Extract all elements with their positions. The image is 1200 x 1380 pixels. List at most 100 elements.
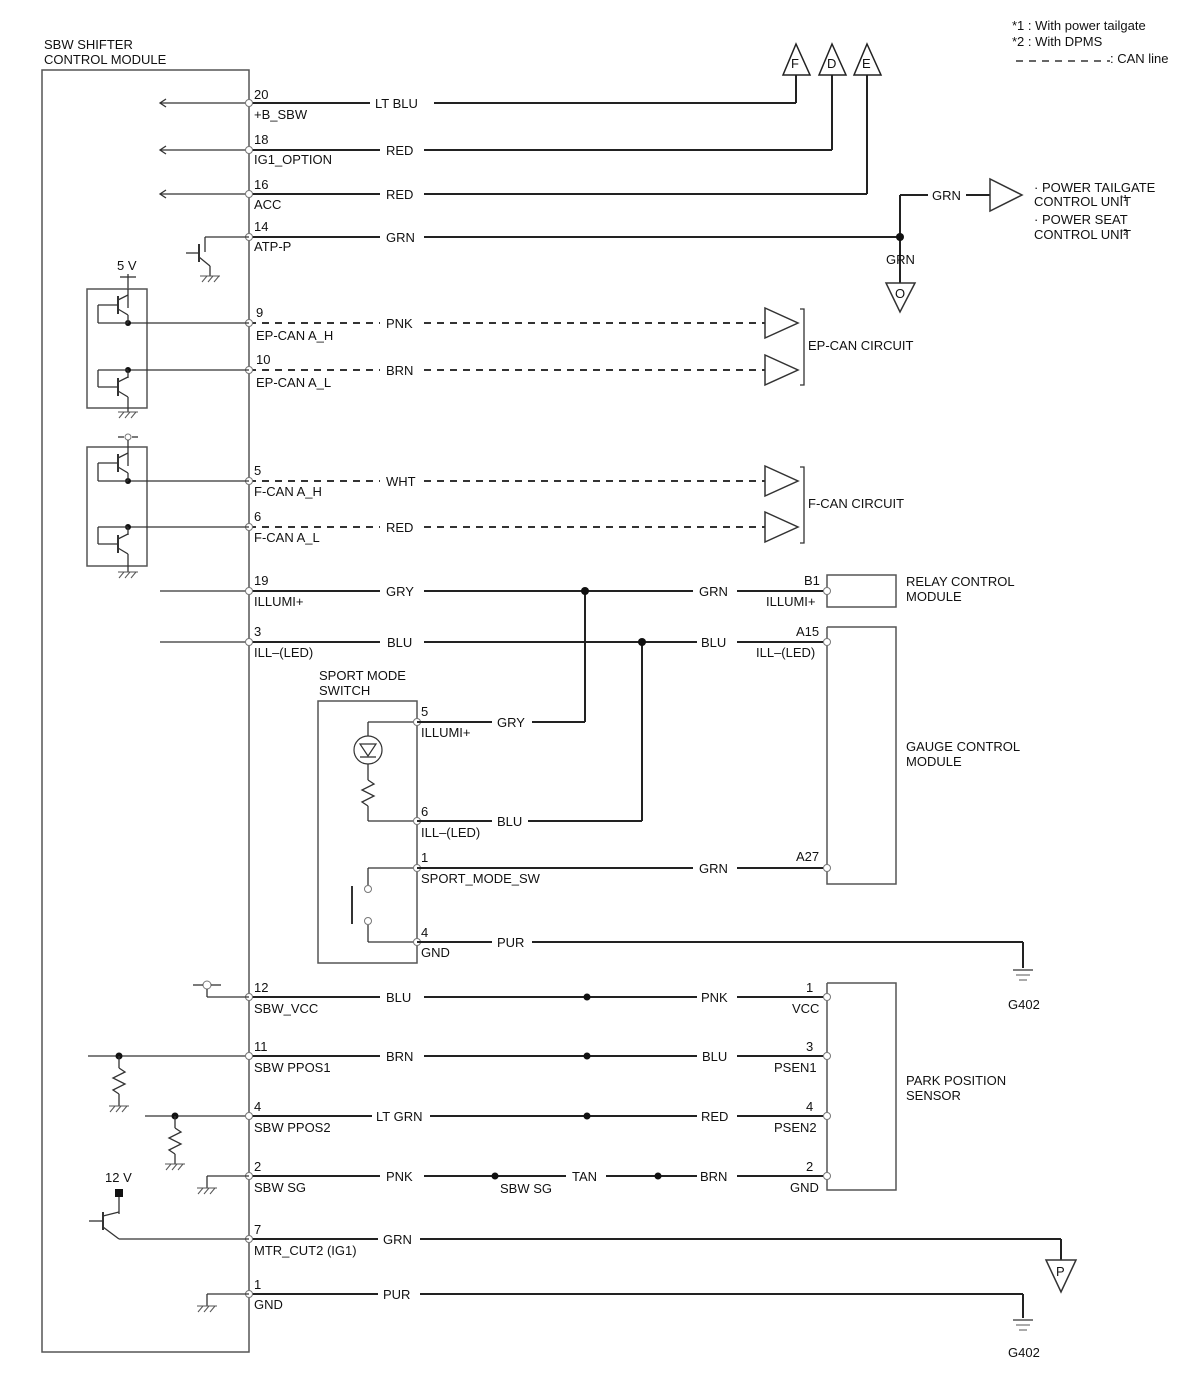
pps-pin-3 [823, 1052, 831, 1060]
pin-num: 11 [254, 1039, 268, 1054]
pps-pin-name: PSEN2 [774, 1120, 817, 1135]
legend-can-label: : CAN line [1110, 51, 1169, 66]
connector-o-label: O [895, 286, 905, 301]
pps-pin-name: PSEN1 [774, 1060, 817, 1075]
pin-num: 16 [254, 177, 268, 192]
pin-name: SBW PPOS1 [254, 1060, 331, 1075]
ppos1-pulldown [109, 1052, 129, 1113]
pps-pin-num: 3 [806, 1039, 813, 1054]
wire-color: PNK [386, 1169, 413, 1184]
sport-switch-box [317, 700, 418, 964]
tailgate-branch: GRN GRN O [884, 177, 1024, 314]
tailgate-label-4: CONTROL UNIT [1034, 227, 1131, 242]
gauge-label-1: GAUGE CONTROL [906, 739, 1020, 754]
pin-num: 20 [254, 87, 268, 102]
supply-12v-label: 12 V [105, 1170, 132, 1185]
sport-switch-internals [351, 721, 417, 943]
sport-wire-color: BLU [497, 814, 522, 829]
ep-can-transceiver [86, 274, 249, 419]
tailgate-note-1: *1 [1120, 194, 1128, 203]
sbw-sg-splice-label: SBW SG [500, 1181, 552, 1196]
pin-num: 5 [254, 463, 261, 478]
pin-name: SBW_VCC [254, 1001, 318, 1016]
sport-wire-color: GRY [497, 715, 525, 730]
legend-note-2: *2 : With DPMS [1012, 34, 1103, 49]
gauge-pin1-num: A15 [796, 624, 819, 639]
sport-pin-num: 5 [421, 704, 428, 719]
relay-label-1: RELAY CONTROL [906, 574, 1015, 589]
pin-name: GND [254, 1297, 283, 1312]
connector-e-symbol: E [852, 42, 883, 194]
pin-name: F-CAN A_L [254, 530, 320, 545]
gauge-pin-a15 [823, 638, 831, 646]
sbw-sg-ground-internal [197, 1175, 249, 1195]
pin-name: ATP-P [254, 239, 291, 254]
wire-color: GRY [386, 584, 414, 599]
pps-splices [491, 993, 662, 1180]
pps-wire-color: BLU [702, 1049, 727, 1064]
ppos2-pulldown [165, 1112, 185, 1171]
ground-g402-2: G402 [1008, 1345, 1040, 1360]
wire-color: WHT [386, 474, 416, 489]
module-pins: 20 +B_SBW LT BLU 18 IG1_OPTION RED 16 AC… [88, 87, 1061, 1312]
pin-name: SBW PPOS2 [254, 1120, 331, 1135]
gauge-label-2: MODULE [906, 754, 962, 769]
sport-pin-num: 4 [421, 925, 428, 940]
sport-pin-num: 6 [421, 804, 428, 819]
relay-pin [823, 587, 831, 595]
relay-wire-color: GRN [699, 584, 728, 599]
pps-pin-1 [823, 993, 831, 1001]
relay-label-2: MODULE [906, 589, 962, 604]
pin-num: 14 [254, 219, 268, 234]
legend-note-1: *1 : With power tailgate [1012, 18, 1146, 33]
pps-wire-color: BRN [700, 1169, 727, 1184]
pin-num: 2 [254, 1159, 261, 1174]
connector-e-label: E [862, 56, 871, 71]
pps-box [826, 982, 897, 1191]
wire-color: LT BLU [375, 96, 418, 111]
wire-color: RED [386, 187, 413, 202]
wire-color: BRN [386, 1049, 413, 1064]
relay-pin-name: ILLUMI+ [766, 594, 816, 609]
pin-num: 7 [254, 1222, 261, 1237]
sport-pin-name: ILLUMI+ [421, 725, 471, 740]
sport-pin-name: SPORT_MODE_SW [421, 871, 541, 886]
gauge-pin2-num: A27 [796, 849, 819, 864]
pin-num: 19 [254, 573, 268, 588]
relay-pin-num: B1 [804, 573, 820, 588]
sport-pin-name: ILL–(LED) [421, 825, 480, 840]
pps-pin-num: 1 [806, 980, 813, 995]
tailgate-down-wire-color: GRN [886, 252, 915, 267]
sport-switch-wires [417, 587, 1033, 981]
pin-num: 1 [254, 1277, 261, 1292]
relay-module-box [826, 574, 897, 608]
wire-color: PUR [383, 1287, 410, 1302]
ground-symbol-bottom [1013, 1294, 1033, 1331]
pin-name: EP-CAN A_H [256, 328, 333, 343]
ep-can-arrows [764, 306, 805, 387]
pps-wire-color: PNK [701, 990, 728, 1005]
gauge-pin1-name: ILL–(LED) [756, 645, 815, 660]
pps-wire-color: RED [701, 1109, 728, 1124]
supply-5v-label: 5 V [117, 258, 137, 273]
sport-wire-color: PUR [497, 935, 524, 950]
ground-g402-1: G402 [1008, 997, 1040, 1012]
wire-color: GRN [386, 230, 415, 245]
tailgate-label-2: CONTROL UNIT [1034, 194, 1131, 209]
wire-color: RED [386, 520, 413, 535]
connector-d-symbol: D [817, 42, 848, 150]
pps-pin-num: 2 [806, 1159, 813, 1174]
pin-num: 12 [254, 980, 268, 995]
pin-num: 9 [256, 305, 263, 320]
tailgate-label-3: · POWER SEAT [1034, 212, 1128, 227]
f-can-transceiver [86, 433, 249, 579]
module-title-1: SBW SHIFTER [44, 37, 133, 52]
sport-label-2: SWITCH [319, 683, 370, 698]
wire-color: GRN [383, 1232, 412, 1247]
wire-color: RED [386, 143, 413, 158]
connector-f-symbol: F [781, 42, 812, 103]
pin-name: SBW SG [254, 1180, 306, 1195]
gauge-wire2-color: GRN [699, 861, 728, 876]
gauge-wire1-color: BLU [701, 635, 726, 650]
